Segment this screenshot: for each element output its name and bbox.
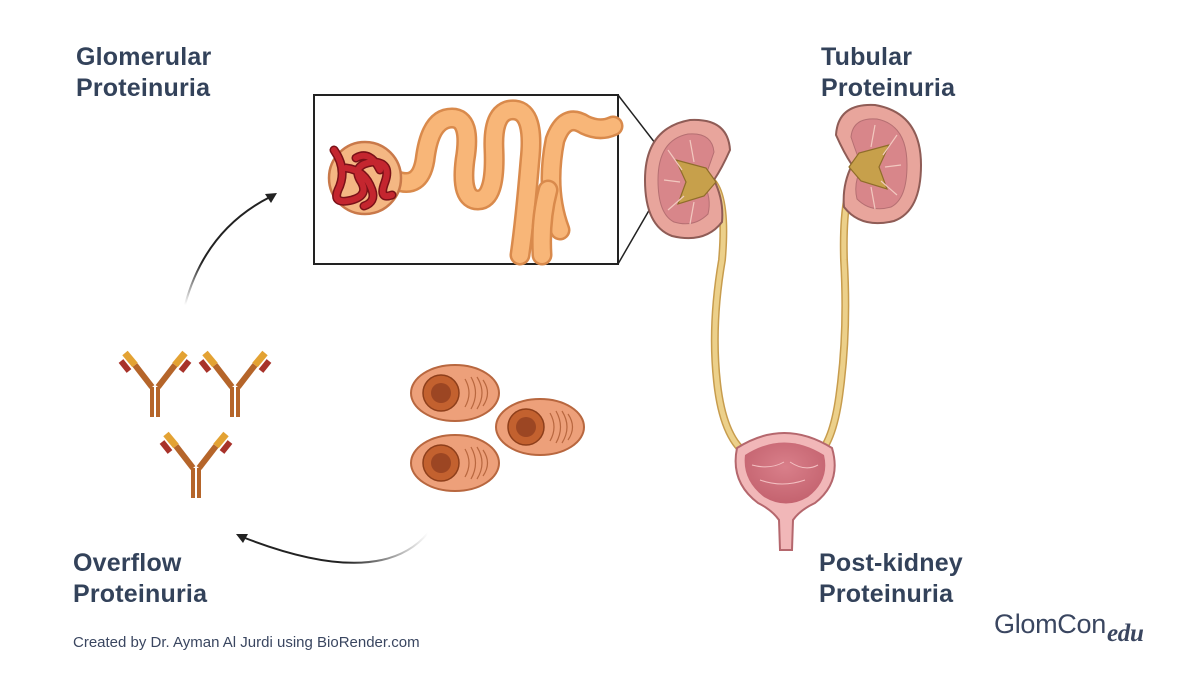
antibody-icon: [118, 350, 192, 417]
post-kidney-proteinuria-label: Post-kidney Proteinuria: [819, 548, 963, 610]
antibody-icon: [198, 350, 272, 417]
tubule-illustration: [384, 99, 624, 266]
label-line: Proteinuria: [73, 580, 208, 608]
label-line: Proteinuria: [819, 580, 954, 608]
brand-main: GlomCon: [994, 609, 1106, 639]
label-line: Post-kidney: [819, 549, 963, 577]
plasma-cell-icon: [495, 398, 585, 456]
ureters: [704, 166, 862, 459]
cycle-arrow-upper: [184, 193, 277, 306]
left-kidney-illustration: [643, 118, 732, 240]
overflow-proteinuria-label: Overflow Proteinuria: [73, 548, 207, 610]
cycle-arrow-lower: [236, 532, 429, 564]
right-kidney-illustration: [834, 103, 923, 225]
label-line: Glomerular: [76, 43, 212, 71]
glomcon-logo: GlomConedu: [994, 609, 1144, 647]
plasma-cell-icon: [410, 364, 500, 422]
label-line: Overflow: [73, 549, 182, 577]
brand-suffix: edu: [1106, 620, 1144, 647]
glomerular-proteinuria-label: Glomerular Proteinuria: [76, 42, 211, 104]
label-line: Tubular: [821, 43, 913, 71]
glomerulus-illustration: [327, 140, 403, 216]
tubular-proteinuria-label: Tubular Proteinuria: [821, 42, 955, 104]
label-line: Proteinuria: [76, 74, 211, 102]
label-line: Proteinuria: [821, 74, 956, 102]
bladder-illustration: [734, 432, 836, 551]
plasma-cell-icon: [410, 434, 500, 492]
antibody-icon: [159, 431, 233, 498]
credit-text: Created by Dr. Ayman Al Jurdi using BioR…: [73, 634, 420, 651]
